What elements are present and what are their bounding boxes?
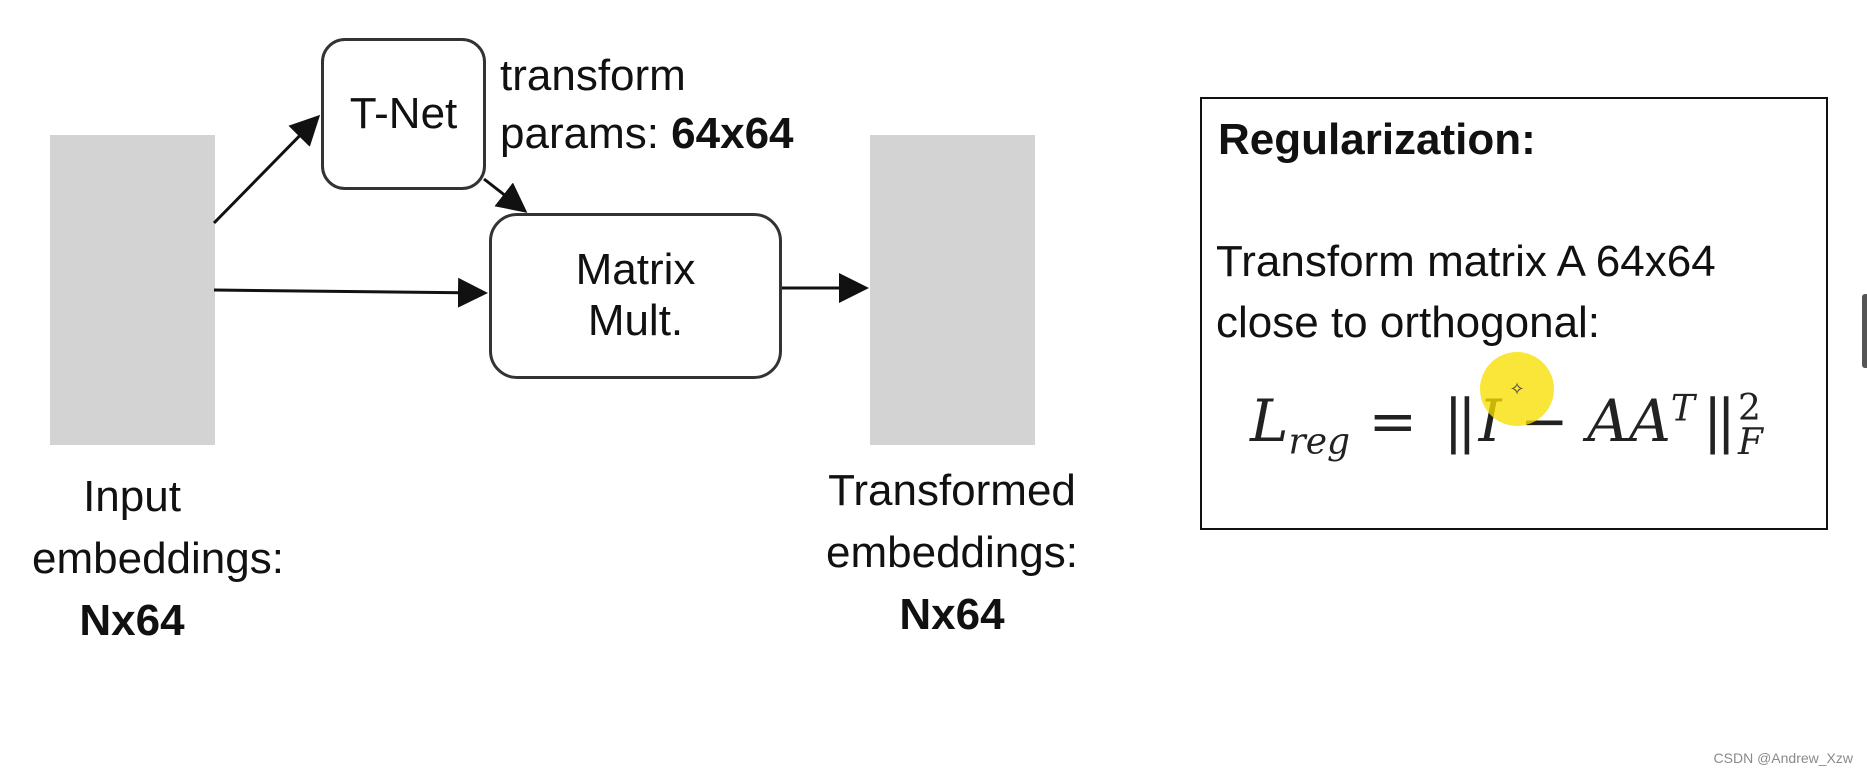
params-label-prefix: params:: [500, 109, 672, 158]
tnet-label: T-Net: [349, 88, 458, 138]
cursor-icon: ✧: [1509, 379, 1525, 399]
scrollbar-handle[interactable]: [1862, 294, 1867, 368]
input-embeddings-block: [50, 135, 215, 445]
formula-L: L: [1250, 387, 1289, 455]
regularization-box: Regularization: Transform matrix A 64x64…: [1200, 97, 1828, 530]
matrix-mult-label-line2: Mult.: [587, 296, 684, 345]
input-embeddings-caption: Input embeddings: Nx64: [32, 466, 284, 652]
formula-frobenius: F: [1737, 421, 1763, 463]
edge-tnet-to-matmul: [483, 177, 528, 213]
output-caption-line3: Nx64: [899, 590, 1005, 639]
cursor-highlight: [1480, 352, 1554, 426]
formula-equals: =: [1368, 387, 1418, 455]
formula-AA: AA: [1587, 387, 1671, 455]
formula-L-subscript: reg: [1288, 421, 1351, 463]
transformed-embeddings-block: [870, 135, 1035, 445]
output-caption-line1: Transformed: [828, 466, 1076, 515]
params-label-line2: params: 64x64: [500, 105, 794, 163]
input-caption-line1: Input: [83, 472, 181, 521]
watermark: CSDN @Andrew_Xzw: [1713, 750, 1853, 766]
formula-squared: 2: [1737, 387, 1761, 429]
output-caption-line2: embeddings:: [826, 528, 1078, 577]
transformed-embeddings-caption: Transformed embeddings: Nx64: [792, 460, 1112, 646]
edge-input-to-tnet: [212, 114, 321, 225]
formula-transpose: T: [1670, 388, 1695, 430]
edge-input-to-matmul: [213, 277, 488, 308]
regularization-line1: Transform matrix A 64x64: [1216, 237, 1716, 286]
matrix-mult-node: Matrix Mult.: [489, 213, 782, 379]
input-caption-line2: embeddings:: [32, 534, 284, 583]
regularization-title: Regularization:: [1218, 115, 1536, 164]
params-label-dims: 64x64: [671, 109, 794, 158]
transform-params-label: transform params: 64x64: [500, 47, 794, 163]
tnet-node: T-Net: [321, 38, 486, 190]
params-label-line1: transform: [500, 51, 686, 100]
input-caption-line3: Nx64: [79, 596, 185, 645]
matrix-mult-label-line1: Matrix: [575, 245, 696, 295]
regularization-line2: close to orthogonal:: [1216, 298, 1601, 347]
formula-norm-close: ||: [1702, 387, 1736, 455]
formula-norm-open: ||: [1443, 387, 1477, 455]
regularization-description: Transform matrix A 64x64 close to orthog…: [1216, 231, 1716, 353]
